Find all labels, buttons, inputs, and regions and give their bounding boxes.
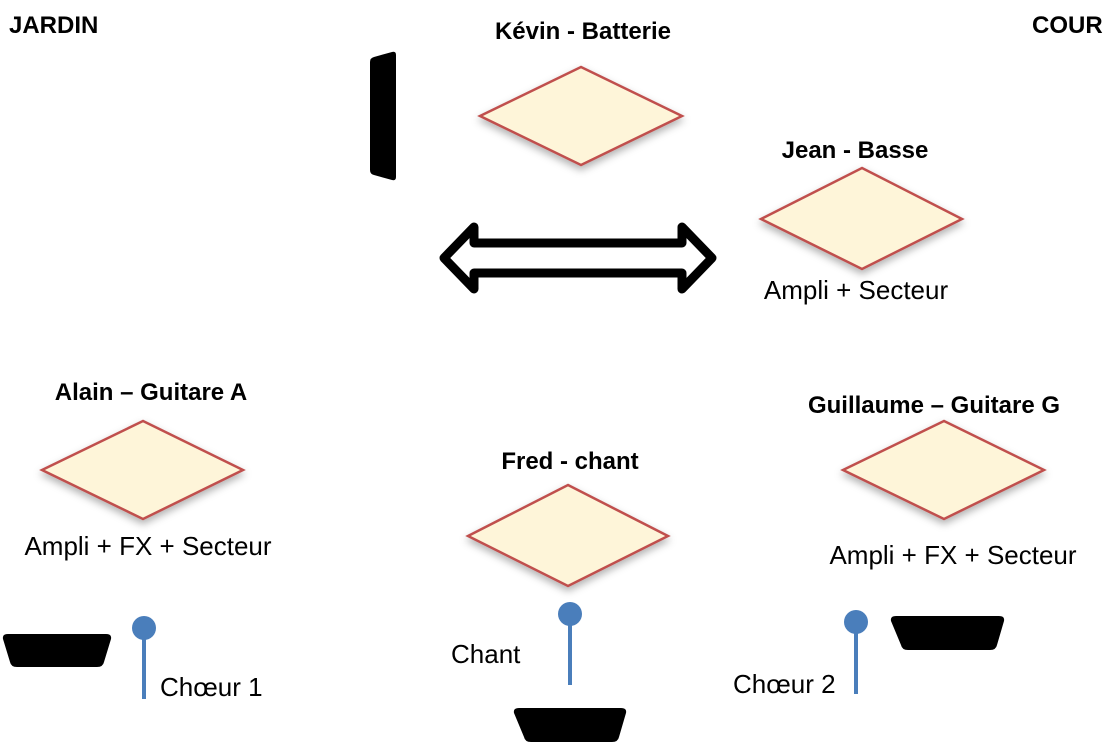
position-fred-chant	[465, 483, 671, 588]
mic-label-chant: Chant	[451, 639, 521, 669]
microphone-choeur-1	[132, 616, 156, 699]
double-arrow-icon	[439, 222, 717, 294]
microphone-choeur-2	[844, 610, 868, 694]
floor-monitor-wedge-3	[890, 616, 1005, 650]
musician-name-fred: Fred - chant	[501, 448, 639, 475]
floor-monitor-wedge-1	[2, 634, 112, 667]
equipment-guillaume: Ampli + FX + Secteur	[829, 540, 1077, 570]
musician-name-kevin: Kévin - Batterie	[494, 18, 672, 45]
mic-label-choeur-2: Chœur 2	[733, 669, 836, 699]
equipment-jean: Ampli + Secteur	[763, 275, 949, 305]
position-guillaume-guitare	[840, 419, 1047, 521]
equipment-alain: Ampli + FX + Secteur	[24, 531, 272, 561]
position-kevin-batterie	[477, 65, 685, 167]
stage-side-jardin: JARDIN	[9, 12, 99, 39]
side-monitor-wedge	[370, 51, 396, 181]
stage-side-cour: COUR	[1032, 12, 1103, 39]
floor-monitor-wedge-2	[513, 708, 627, 742]
mic-label-choeur-1: Chœur 1	[160, 672, 263, 702]
position-alain-guitare	[39, 419, 246, 521]
musician-name-alain: Alain – Guitare A	[54, 379, 248, 406]
musician-name-guillaume: Guillaume – Guitare G	[807, 392, 1061, 419]
position-jean-basse	[758, 166, 965, 271]
microphone-chant	[558, 602, 582, 685]
musician-name-jean: Jean - Basse	[781, 137, 929, 164]
